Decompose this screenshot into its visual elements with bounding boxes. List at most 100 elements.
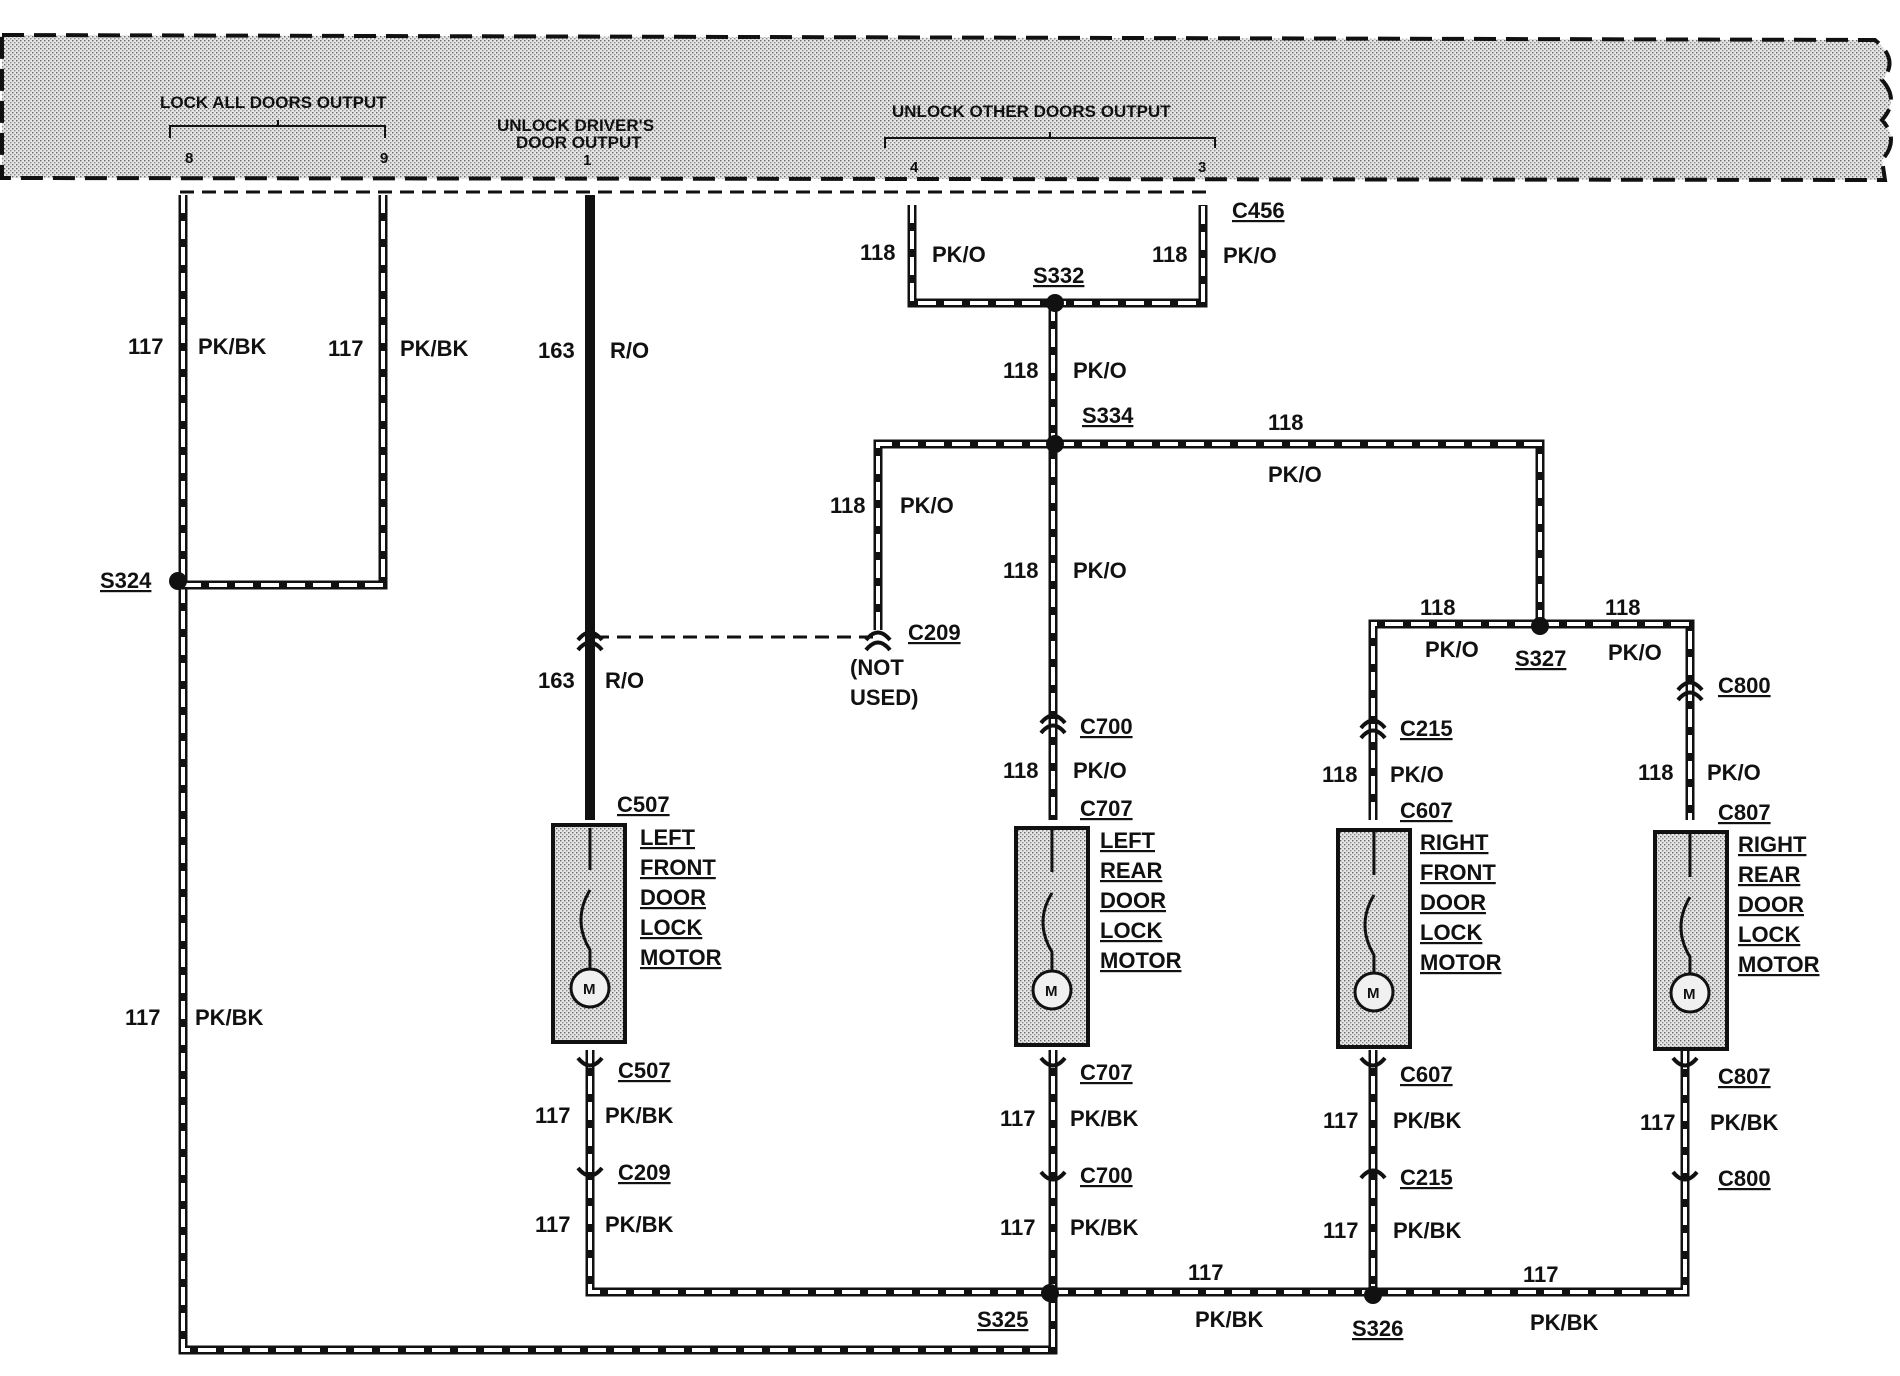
- not-used-line-1: (NOT: [850, 655, 904, 680]
- motor-label-line: REAR: [1100, 858, 1162, 883]
- lock-pin-8: 8: [185, 150, 193, 167]
- wire-117-num: 117: [1523, 1262, 1559, 1287]
- motor-rf-label: RIGHT FRONT DOOR LOCK MOTOR: [1420, 830, 1502, 975]
- wire-pko-color: PK/O: [1608, 640, 1662, 665]
- wire-118-num: 118: [1420, 595, 1456, 620]
- wire-pkbk-color: PK/BK: [1393, 1108, 1462, 1133]
- splice-s324-label: S324: [100, 568, 152, 593]
- wire-pko-color: PK/O: [1390, 762, 1444, 787]
- wire-118-num: 118: [1003, 358, 1039, 383]
- lock-all-doors-label: LOCK ALL DOORS OUTPUT: [160, 93, 387, 112]
- splice-s325-label: S325: [977, 1307, 1028, 1332]
- wire-163-num: 163: [538, 668, 575, 693]
- motor-label-line: LOCK: [1100, 918, 1162, 943]
- connector-c607-label: C607: [1400, 1062, 1453, 1087]
- not-used-line-2: USED): [850, 685, 918, 710]
- connector-c456-label: C456: [1232, 198, 1285, 223]
- connector-c707-label: C707: [1080, 1060, 1133, 1085]
- connector-c800-label: C800: [1718, 673, 1771, 698]
- wire-pkbk-color: PK/BK: [1070, 1106, 1139, 1131]
- wire-163-num: 163: [538, 338, 575, 363]
- connector-c807-label: C807: [1718, 800, 1771, 825]
- connector-c215-label: C215: [1400, 716, 1453, 741]
- motor-symbol: M: [1045, 983, 1058, 1000]
- wire-ro-color: R/O: [605, 668, 644, 693]
- wire-pkbk-color: PK/BK: [1710, 1110, 1779, 1135]
- motor-label-line: LEFT: [1100, 828, 1156, 853]
- wire-163-driver: [585, 195, 875, 820]
- motor-label-line: DOOR: [640, 885, 706, 910]
- unlock-other-pin-3: 3: [1198, 159, 1206, 176]
- wire-pkbk-color: PK/BK: [1195, 1307, 1264, 1332]
- wire-118-network: [873, 205, 1695, 820]
- motor-symbol: M: [1367, 985, 1380, 1002]
- wire-pkbk-color: PK/BK: [605, 1103, 674, 1128]
- wire-pko-color: PK/O: [1425, 637, 1479, 662]
- connector-c700-label: C700: [1080, 714, 1133, 739]
- splice-s326: [1364, 1286, 1382, 1304]
- wire-pko-color: PK/O: [1073, 558, 1127, 583]
- splice-s327: [1531, 617, 1549, 635]
- lock-pin-9: 9: [380, 150, 388, 167]
- wire-117-num: 117: [1188, 1260, 1224, 1285]
- splice-s324: [169, 572, 187, 590]
- wire-117-bottom: [585, 1050, 1690, 1297]
- motor-rr-label: RIGHT REAR DOOR LOCK MOTOR: [1738, 832, 1820, 977]
- wire-pko-color: PK/O: [1073, 758, 1127, 783]
- wire-pkbk-color: PK/BK: [605, 1212, 674, 1237]
- motor-right-rear: M: [1653, 830, 1729, 1051]
- motor-label-line: DOOR: [1100, 888, 1166, 913]
- wire-118-num: 118: [1152, 242, 1188, 267]
- motor-lf-label: LEFT FRONT DOOR LOCK MOTOR: [640, 825, 722, 970]
- connector-chevrons: [576, 630, 1704, 1182]
- unlock-other-pin-4: 4: [910, 159, 919, 176]
- motor-label-line: DOOR: [1420, 890, 1486, 915]
- wire-118-num: 118: [860, 240, 896, 265]
- wire-117-left-loop: [178, 195, 1058, 1355]
- wire-117-num: 117: [125, 1005, 161, 1030]
- wire-117-num: 117: [1640, 1110, 1676, 1135]
- motor-label-line: FRONT: [640, 855, 716, 880]
- unlock-other-bracket: [884, 132, 1216, 148]
- motor-label-line: DOOR: [1738, 892, 1804, 917]
- wire-118-num: 118: [1003, 758, 1039, 783]
- unlock-driver-label-1: UNLOCK DRIVER'S: [497, 116, 654, 135]
- lock-all-bracket: [169, 120, 386, 138]
- motor-label-line: MOTOR: [1738, 952, 1820, 977]
- splice-s334-label: S334: [1082, 403, 1134, 428]
- connector-c507-label: C507: [618, 1058, 671, 1083]
- unlock-driver-pin: 1: [583, 152, 591, 169]
- wire-pkbk-color: PK/BK: [1070, 1215, 1139, 1240]
- wire-pkbk-color: PK/BK: [1393, 1218, 1462, 1243]
- wire-pko-color: PK/O: [1073, 358, 1127, 383]
- motor-right-front: M: [1336, 828, 1412, 1049]
- motor-label-line: RIGHT: [1738, 832, 1807, 857]
- motor-label-line: MOTOR: [640, 945, 722, 970]
- motor-left-rear: M: [1014, 826, 1090, 1047]
- motor-label-line: FRONT: [1420, 860, 1496, 885]
- wire-117-num: 117: [1000, 1106, 1036, 1131]
- splice-s325: [1041, 1284, 1059, 1302]
- wire-118-num: 118: [1605, 595, 1641, 620]
- component-labels: C456 S332 S334 S324 C209 (NOT USED) S327…: [100, 198, 1771, 1341]
- connector-c800-label: C800: [1718, 1166, 1771, 1191]
- wire-118-num: 118: [1322, 762, 1358, 787]
- wire-118-num: 118: [1268, 410, 1304, 435]
- motor-symbol: M: [583, 981, 596, 998]
- wire-labels: 117 PK/BK 117 PK/BK 163 R/O 117 PK/BK 16…: [125, 240, 1779, 1335]
- module-box: [0, 32, 1893, 183]
- wire-118-num: 118: [1003, 558, 1039, 583]
- wire-pkbk-color: PK/BK: [400, 336, 469, 361]
- unlock-other-doors-label: UNLOCK OTHER DOORS OUTPUT: [892, 102, 1171, 121]
- connector-c507-label: C507: [617, 792, 670, 817]
- wire-117-num: 117: [1000, 1215, 1036, 1240]
- motor-label-line: MOTOR: [1100, 948, 1182, 973]
- motor-label-line: RIGHT: [1420, 830, 1489, 855]
- connector-c707-label: C707: [1080, 796, 1133, 821]
- connector-c209-label: C209: [908, 620, 961, 645]
- wire-117-num: 117: [1323, 1218, 1359, 1243]
- motor-left-front: M: [551, 823, 627, 1044]
- wire-pko-color: PK/O: [1707, 760, 1761, 785]
- motor-label-line: REAR: [1738, 862, 1800, 887]
- connector-c807-label: C807: [1718, 1064, 1771, 1089]
